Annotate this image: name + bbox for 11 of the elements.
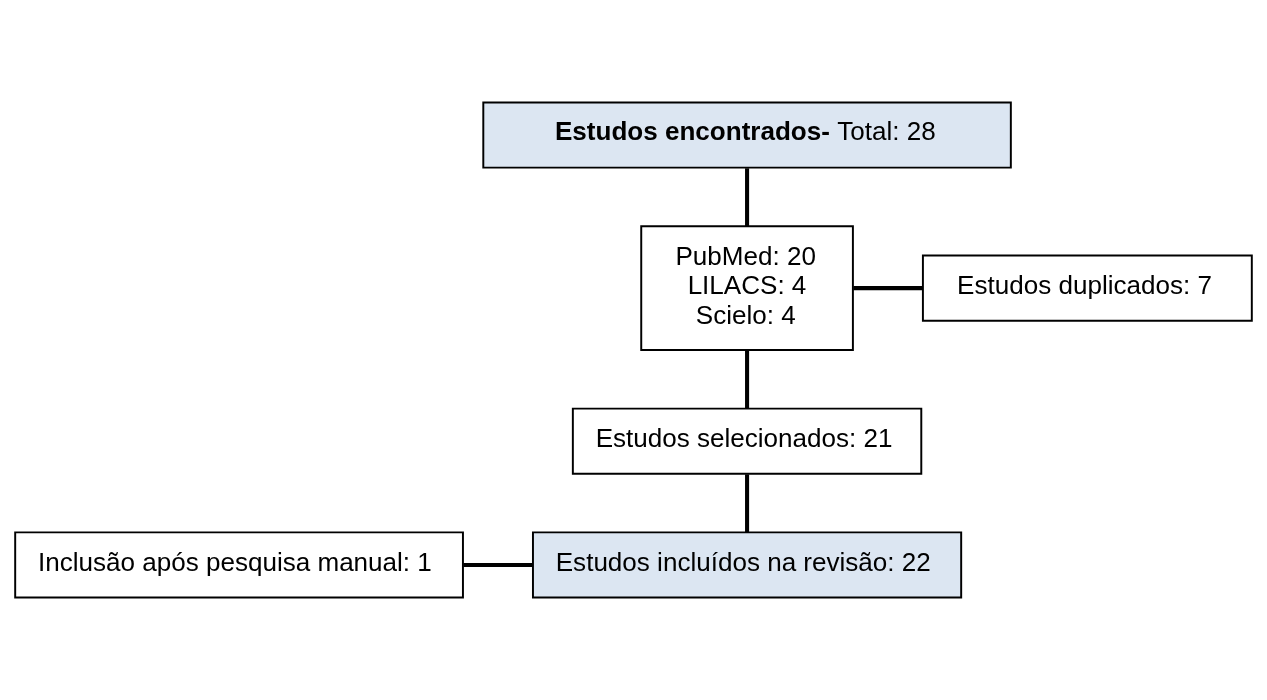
node-box: Estudos selecionados: 21	[571, 407, 923, 475]
node-box: Estudos encontrados- Total: 28	[482, 101, 1012, 169]
connector	[745, 168, 750, 226]
connector	[463, 562, 533, 567]
connector	[745, 474, 750, 533]
node-box: Inclusão após pesquisa manual: 1	[14, 531, 464, 599]
node-box: Estudos duplicados: 7	[921, 254, 1253, 322]
node-box: PubMed: 20 LILACS: 4 Scielo: 4	[640, 225, 854, 351]
connector	[745, 350, 750, 409]
connector	[853, 286, 923, 291]
node-box: Estudos incluídos na revisão: 22	[532, 531, 963, 599]
